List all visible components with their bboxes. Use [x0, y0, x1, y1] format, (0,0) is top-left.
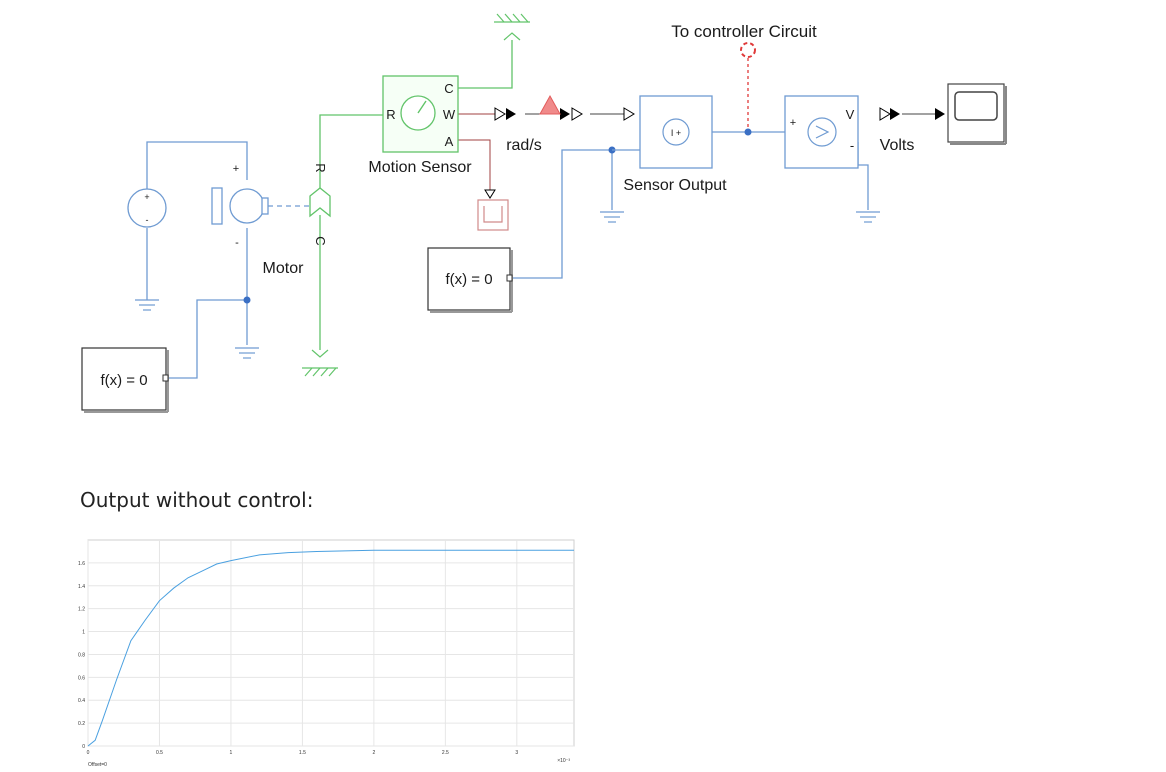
motor-label: Motor: [263, 260, 305, 277]
controlled-current-source[interactable]: I +: [612, 95, 713, 169]
electrical-wires: [146, 131, 869, 379]
sensor-output-label: Sensor Output: [623, 177, 727, 194]
solver-config-label: f(x) = 0: [100, 372, 147, 389]
voltage-sensor-minus-label: -: [850, 138, 854, 153]
y-tick-label: 0.8: [78, 652, 85, 658]
x-tick-label: 2.5: [442, 750, 449, 756]
x-tick-label: 1: [230, 750, 233, 756]
simscape-diagram: To controller Circuit + - + - Motor R C: [81, 13, 1007, 413]
motor-minus-label: -: [235, 237, 239, 249]
controller-connection-port-icon[interactable]: [740, 42, 756, 58]
scope-block[interactable]: [947, 83, 1007, 145]
electrical-ground-icon[interactable]: [235, 347, 259, 359]
warning-icon[interactable]: [539, 94, 561, 115]
mechanical-reference-icon[interactable]: [494, 13, 530, 41]
terminator-block[interactable]: [477, 199, 509, 231]
x-tick-label: 0.5: [156, 750, 163, 756]
motion-sensor-label: Motion Sensor: [368, 159, 472, 176]
y-tick-labels: 0 0.2 0.4 0.6 0.8 1 1.2 1.4 1.6: [78, 561, 85, 750]
sensor-port-a-label: A: [445, 134, 454, 149]
controller-link-label: To controller Circuit: [671, 22, 817, 41]
solver-configuration-block[interactable]: f(x) = 0: [81, 347, 169, 413]
coupler-port-r-label: R: [313, 163, 328, 172]
dc-voltage-source[interactable]: + -: [127, 188, 167, 228]
signal-wires: [458, 113, 495, 195]
chart-grid: [87, 540, 574, 747]
chart-caption: Output without control:: [80, 488, 314, 512]
electrical-ground-icon[interactable]: [135, 299, 159, 311]
x-tick-labels: 0 0.5 1 1.5 2 2.5 3: [87, 750, 519, 756]
x-tick-label: 3: [515, 750, 518, 756]
x-exponent-label: ×10⁻³: [557, 758, 570, 764]
y-tick-label: 0.2: [78, 721, 85, 727]
voltage-sensor[interactable]: + V -: [784, 95, 859, 169]
solver-config-label: f(x) = 0: [445, 271, 492, 288]
signal-unit-label: rad/s: [506, 137, 542, 154]
y-tick-label: 1.2: [78, 607, 85, 613]
y-tick-label: 1: [82, 630, 85, 636]
x-tick-label: 0: [87, 750, 90, 756]
voltage-sensor-port-v-label: V: [846, 107, 855, 122]
x-tick-label: 1.5: [299, 750, 306, 756]
junction-dot: [744, 128, 752, 136]
series-line: [87, 549, 574, 747]
junction-dot: [243, 296, 251, 304]
source-minus-label: -: [146, 215, 149, 225]
dc-motor[interactable]: + - Motor: [211, 163, 310, 277]
y-tick-label: 0.4: [78, 698, 85, 704]
mechanical-wires: [319, 40, 513, 350]
coupler-port-c-label: C: [313, 236, 328, 245]
voltage-sensor-plus-label: +: [790, 117, 796, 129]
plot-area: [87, 539, 575, 747]
x-axis-label: Offset=0: [88, 762, 107, 768]
rotational-coupler[interactable]: R C: [309, 163, 331, 246]
solver-configuration-block[interactable]: f(x) = 0: [427, 247, 513, 313]
y-tick-label: 0: [82, 744, 85, 750]
ideal-rotational-motion-sensor[interactable]: R C W A Motion Sensor: [368, 75, 472, 176]
output-chart: 0 0.5 1 1.5 2 2.5 3 0 0.2 0.4 0.6 0.8 1 1.2 1.4 1.6 ×1…: [78, 539, 575, 768]
electrical-ground-icon[interactable]: [600, 211, 624, 223]
x-tick-label: 2: [372, 750, 375, 756]
electrical-ground-icon[interactable]: [856, 211, 880, 223]
mechanical-reference-icon[interactable]: [302, 349, 338, 377]
motor-plus-label: +: [233, 163, 239, 175]
volts-label: Volts: [880, 137, 915, 154]
y-tick-label: 1.6: [78, 561, 85, 567]
sensor-port-r-label: R: [386, 107, 395, 122]
signal-arrow-icons: [484, 107, 945, 199]
current-source-text: I +: [671, 128, 681, 138]
sensor-port-w-label: W: [443, 107, 456, 122]
y-tick-label: 1.4: [78, 584, 85, 590]
source-plus-label: +: [144, 192, 149, 202]
sensor-port-c-label: C: [444, 81, 453, 96]
y-tick-label: 0.6: [78, 675, 85, 681]
